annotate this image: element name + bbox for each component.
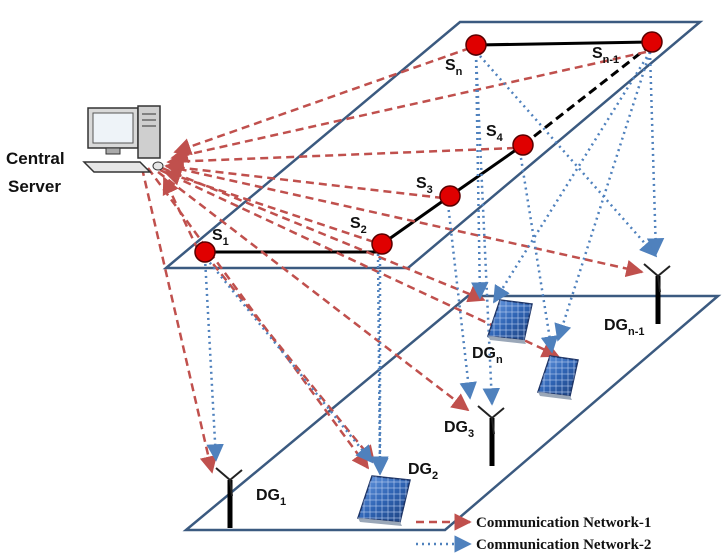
- label-dg3: DG3: [444, 419, 474, 440]
- network-2-links: [203, 51, 665, 476]
- sensor-layer-plane: [162, 20, 704, 270]
- sensor-sn: [465, 34, 487, 56]
- wind-turbine-icon: [477, 405, 505, 466]
- label-s2: S2: [350, 215, 367, 236]
- label-dg1: DG1: [256, 487, 286, 508]
- sensor-sn1: [641, 31, 663, 53]
- legend-network-2: Communication Network-2: [476, 537, 651, 553]
- label-sn: Sn: [445, 57, 463, 78]
- label-s1: S1: [212, 227, 229, 248]
- sensor-s2: [371, 233, 393, 255]
- label-s4: S4: [486, 123, 504, 144]
- wind-turbine-icon: [215, 467, 243, 528]
- generator-layer-plane: [182, 294, 722, 532]
- legend-network-1: Communication Network-1: [476, 515, 651, 531]
- server-label-line1: Central: [6, 149, 65, 168]
- label-dg2: DG2: [408, 461, 438, 482]
- sensor-nodes: [194, 31, 663, 263]
- sensor-s1: [194, 241, 216, 263]
- solar-panel-icon: [536, 355, 579, 400]
- solar-panel-icon: [486, 299, 533, 344]
- label-dgn: DGn: [472, 345, 503, 366]
- network-1-links: [140, 46, 647, 474]
- sensor-s4: [512, 134, 534, 156]
- sensor-links: [205, 40, 653, 254]
- server-label-line2: Server: [8, 177, 61, 196]
- legend: Communication Network-1 Communication Ne…: [416, 513, 651, 553]
- sensor-s3: [439, 185, 461, 207]
- label-s3: S3: [416, 175, 433, 196]
- wind-turbine-icon: [643, 263, 671, 324]
- label-sn1: Sn-1: [592, 45, 619, 66]
- label-dgn1: DGn-1: [604, 317, 645, 338]
- computer-icon: [82, 105, 164, 173]
- solar-panel-icon: [356, 475, 411, 526]
